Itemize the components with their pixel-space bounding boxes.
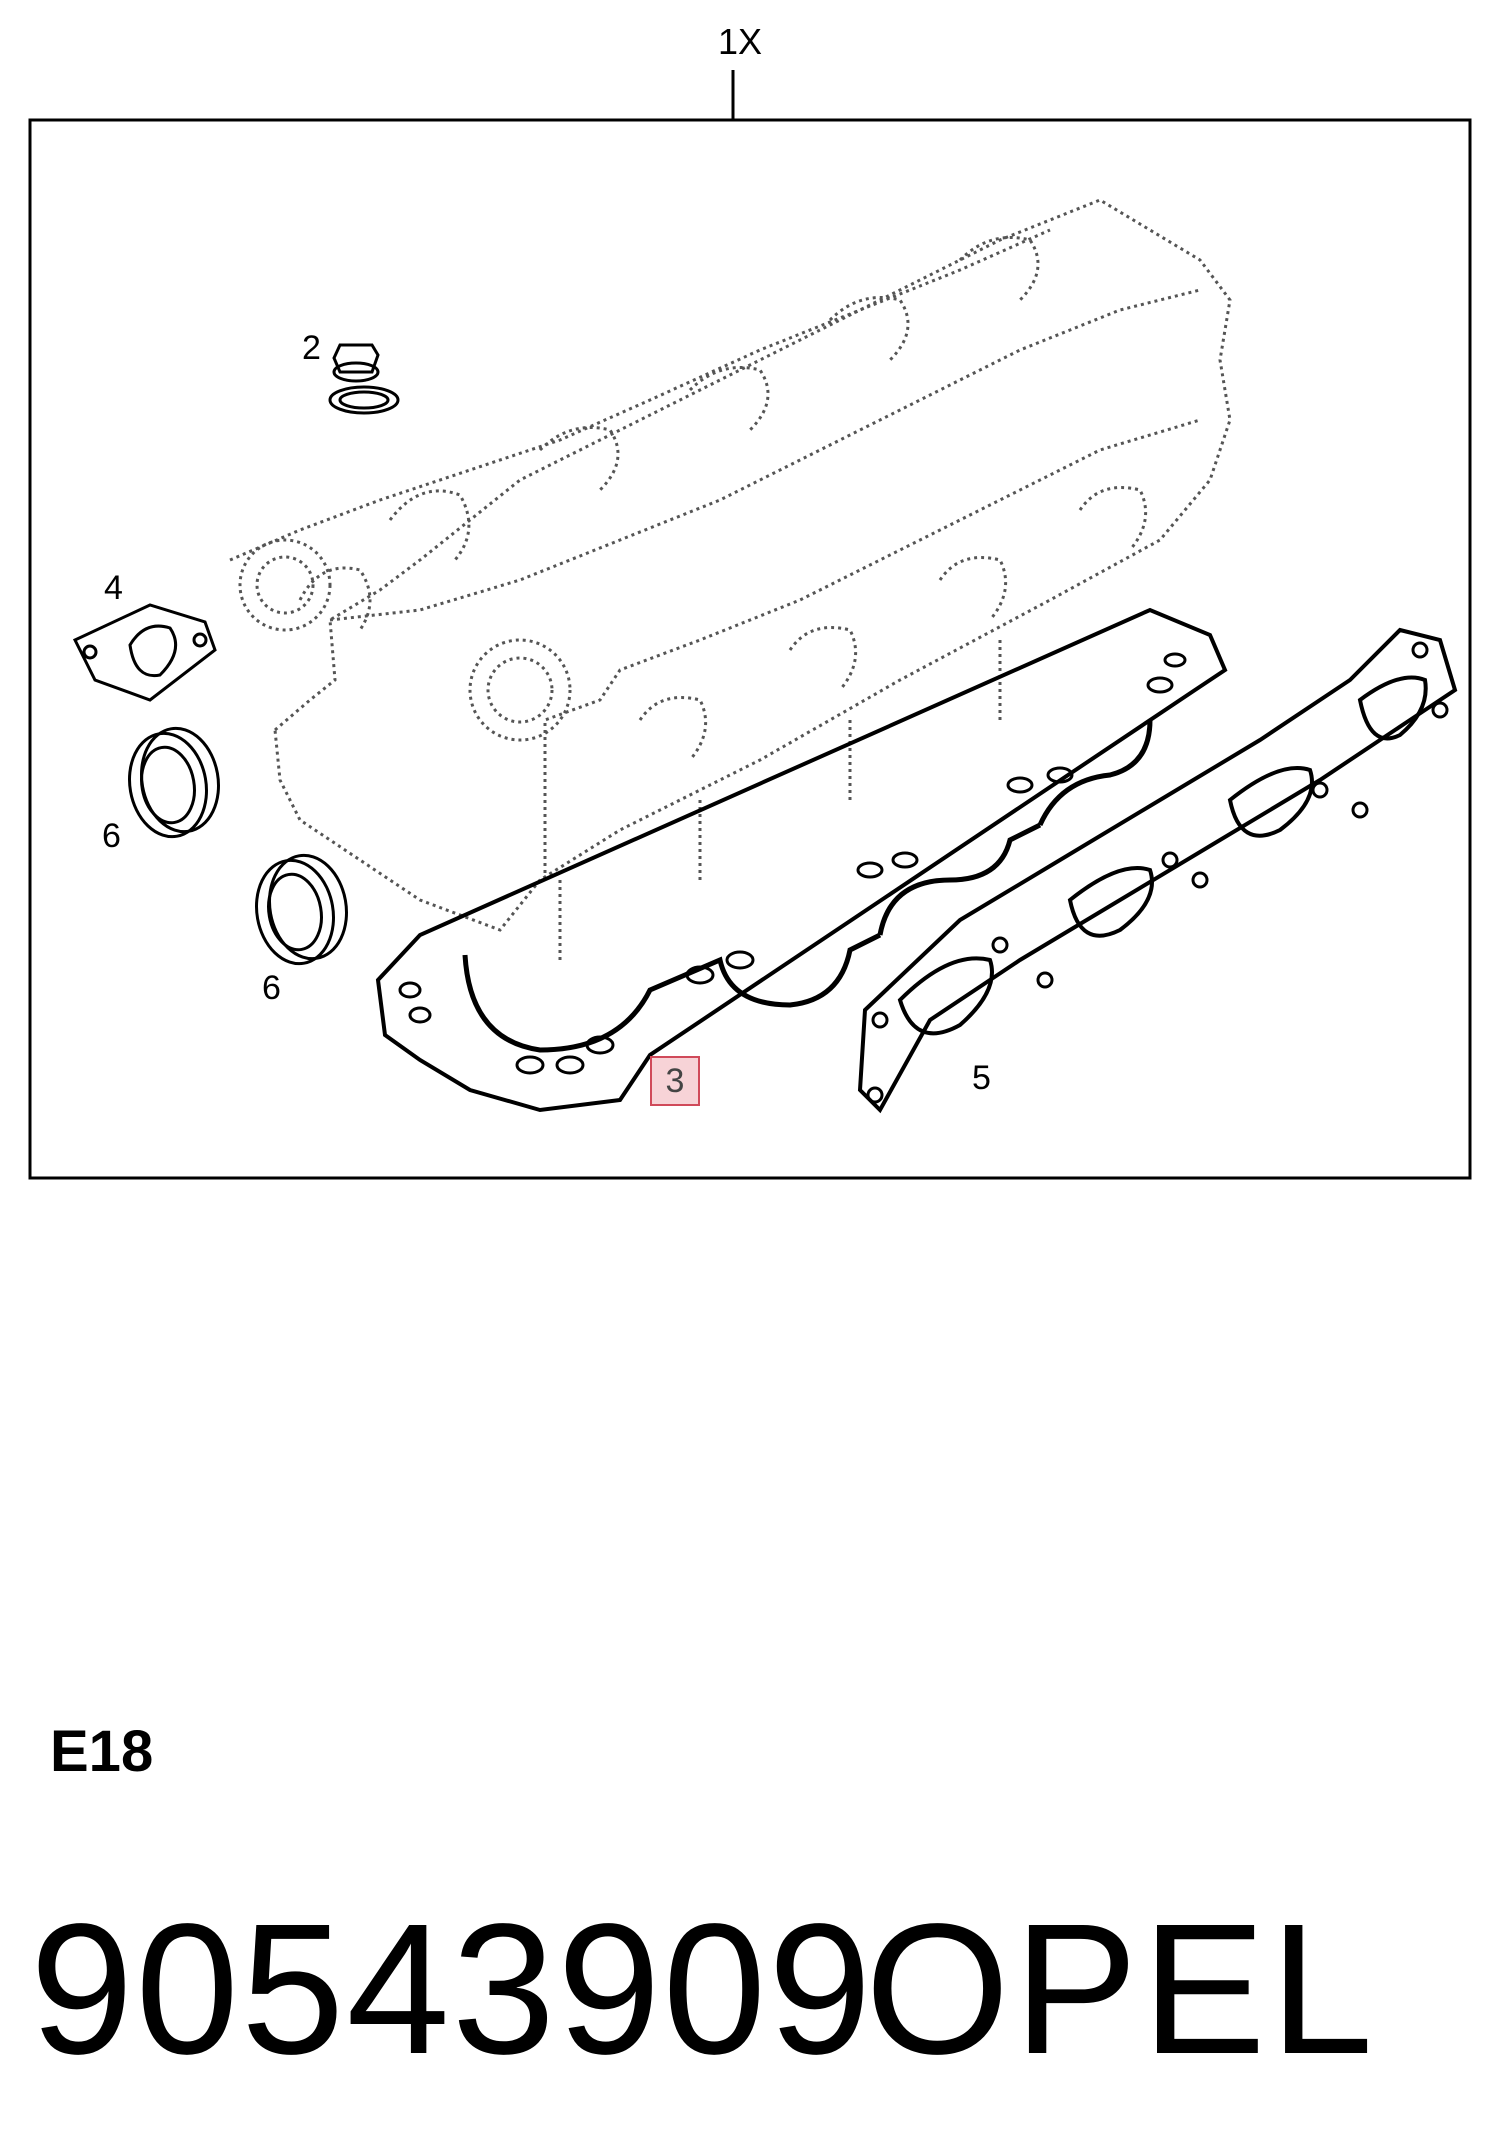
callout-3-highlighted[interactable]: 3: [650, 1056, 700, 1106]
engine-code: E18: [50, 1719, 154, 1784]
callout-2: 2: [302, 329, 321, 367]
callout-6-upper: 6: [102, 817, 121, 855]
kit-quantity-label: 1X: [717, 21, 763, 62]
part-4-gasket: [72, 603, 217, 702]
callout-4: 4: [104, 569, 123, 607]
cylinder-head-illustration: [229, 198, 1232, 960]
callout-5: 5: [972, 1059, 991, 1097]
callout-6-lower: 6: [262, 969, 281, 1007]
brand-name: OPEL: [865, 1886, 1378, 2093]
part-3-head-gasket: [375, 607, 1228, 1113]
gasket-kit-diagram: [28, 70, 1472, 1180]
kit-frame: [28, 118, 1472, 1180]
part-2-plug: [328, 343, 400, 415]
part-6-seal-upper: [128, 726, 220, 839]
part-5-manifold-gasket: [857, 627, 1458, 1114]
part-6-seal-lower: [255, 853, 348, 966]
part-number: 90543909: [30, 1886, 874, 2093]
